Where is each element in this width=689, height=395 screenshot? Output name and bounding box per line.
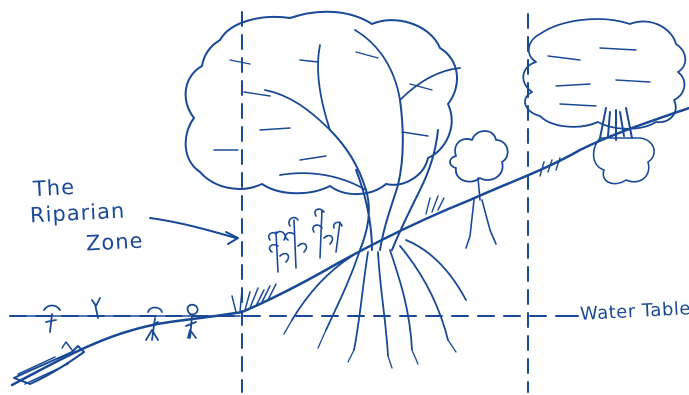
conifer-tree — [523, 19, 685, 184]
small-shrub-tree — [450, 131, 508, 248]
large-tree-roots — [284, 240, 466, 368]
label-riparian: Riparian — [30, 201, 126, 227]
riparian-pointer-arrow — [150, 218, 238, 244]
large-riparian-tree — [186, 12, 460, 250]
upland-grass — [426, 158, 560, 214]
label-zone: Zone — [85, 231, 143, 255]
stream-log-icon — [14, 342, 84, 384]
zone-boundary-lines — [242, 12, 528, 392]
riparian-shrubs — [269, 209, 342, 272]
label-the: The — [32, 177, 75, 200]
